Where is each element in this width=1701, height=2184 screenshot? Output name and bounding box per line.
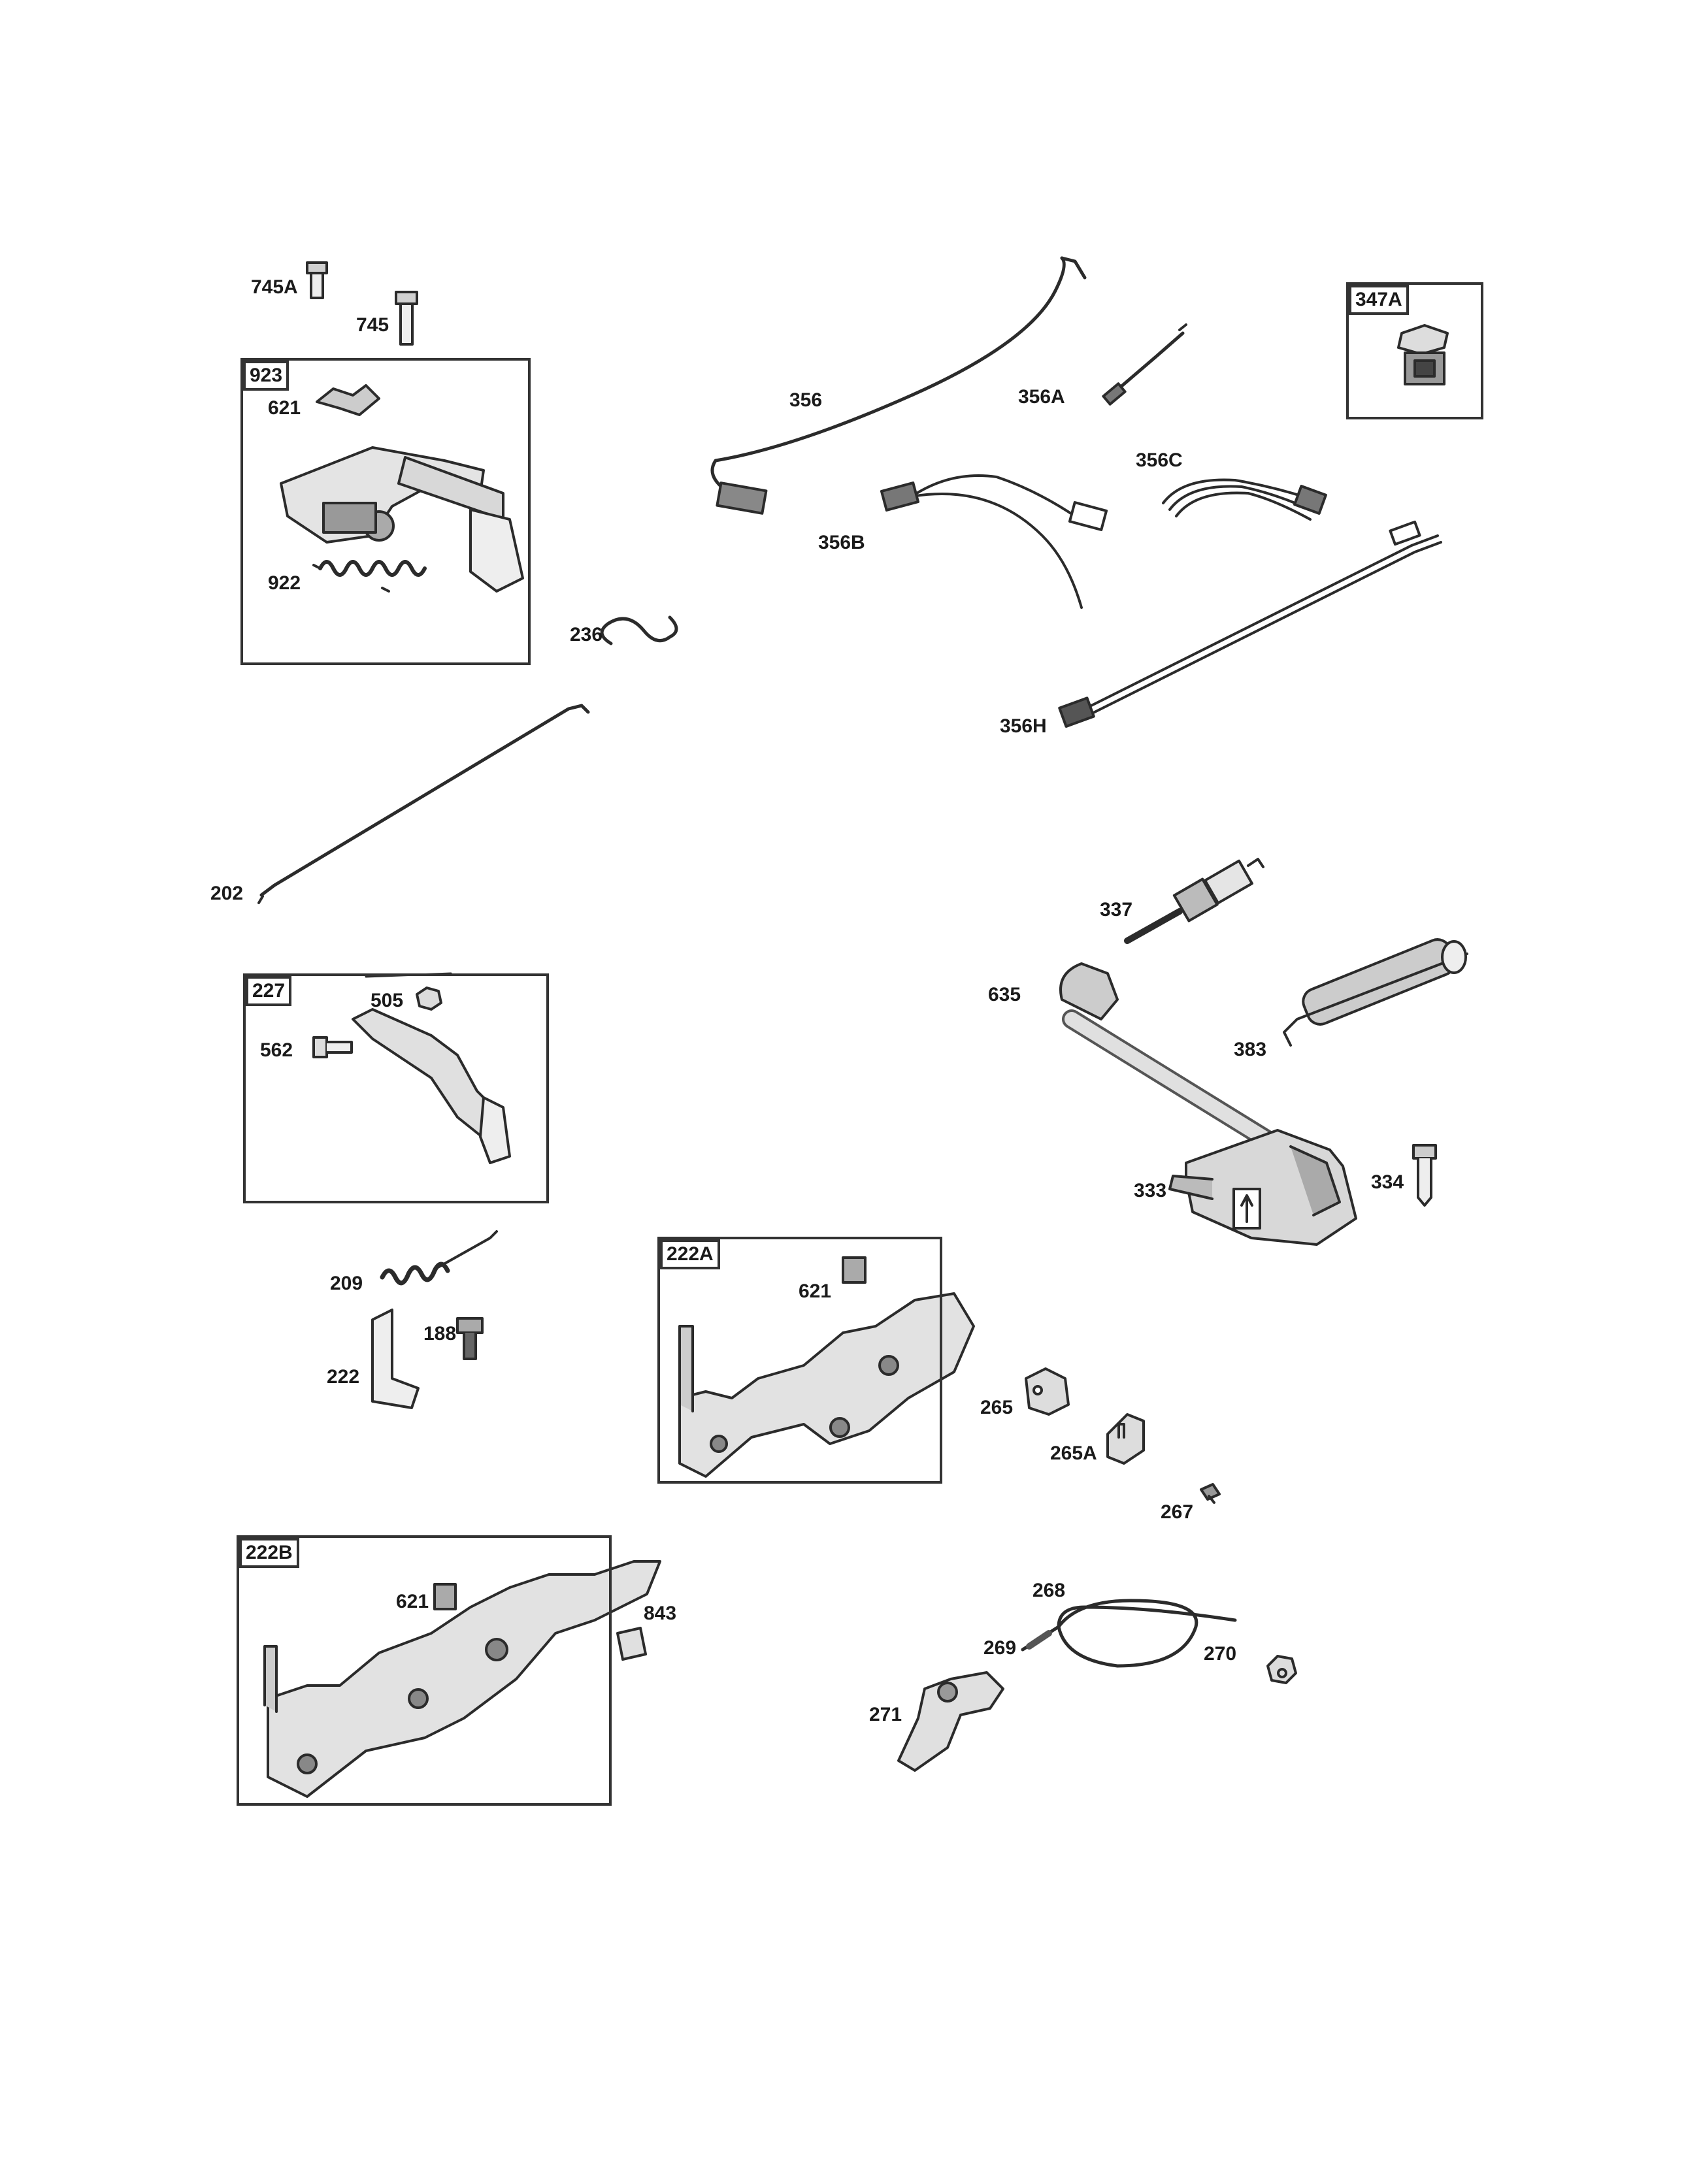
- group-222B-frame: [237, 1535, 612, 1806]
- part-label-268: 268: [1032, 1580, 1066, 1601]
- part-label-356A: 356A: [1018, 386, 1065, 408]
- part-label-269: 269: [983, 1637, 1017, 1659]
- wire-harness-icon: [880, 474, 1108, 609]
- part-label-621: 621: [396, 1591, 429, 1612]
- part-label-356: 356: [789, 389, 823, 411]
- wire-harness-icon: [1162, 478, 1327, 521]
- part-label-356B: 356B: [818, 532, 865, 553]
- part-label-222: 222: [327, 1366, 360, 1388]
- rod-icon: [257, 704, 590, 904]
- part-label-922: 922: [268, 572, 301, 594]
- part-label-202: 202: [210, 883, 244, 904]
- ignition-coil-icon: [1059, 962, 1357, 1246]
- part-label-236: 236: [570, 624, 603, 645]
- clip-icon: [316, 384, 380, 416]
- part-label-562: 562: [260, 1039, 293, 1061]
- bolt-icon: [312, 1036, 353, 1058]
- part-label-270: 270: [1204, 1643, 1237, 1665]
- part-label-635: 635: [988, 984, 1021, 1005]
- part-label-334: 334: [1371, 1171, 1404, 1193]
- part-label-356H: 356H: [1000, 715, 1047, 737]
- part-label-337: 337: [1100, 899, 1133, 921]
- bolt-icon: [306, 261, 328, 299]
- group-label-347A: 347A: [1349, 285, 1409, 315]
- wire-harness-icon: [1102, 323, 1187, 406]
- control-bracket-icon: [678, 1256, 975, 1478]
- wire-harness-icon: [1058, 520, 1442, 728]
- tube-icon: [1283, 938, 1468, 1047]
- part-label-265A: 265A: [1050, 1442, 1097, 1464]
- spring-icon: [380, 1230, 498, 1286]
- clip-icon: [1106, 1413, 1145, 1465]
- bolt-icon: [456, 1317, 484, 1360]
- part-label-209: 209: [330, 1273, 363, 1294]
- spark-plug-icon: [1124, 858, 1264, 944]
- part-label-188: 188: [423, 1323, 457, 1345]
- bolt-icon: [1412, 1144, 1437, 1207]
- group-label-222A: 222A: [660, 1239, 720, 1269]
- group-label-227: 227: [246, 976, 292, 1006]
- part-label-333: 333: [1134, 1180, 1167, 1201]
- switch-icon: [1397, 324, 1449, 385]
- group-923-frame: [240, 358, 531, 665]
- group-222A-frame: [657, 1237, 942, 1484]
- group-347A-frame: [1346, 282, 1483, 419]
- bolt-icon: [1200, 1483, 1221, 1504]
- part-label-271: 271: [869, 1704, 902, 1725]
- lever-icon: [897, 1671, 1004, 1772]
- bolt-icon: [395, 291, 418, 346]
- part-label-383: 383: [1234, 1039, 1267, 1060]
- governor-bracket-icon: [280, 446, 524, 593]
- part-label-621: 621: [268, 397, 301, 419]
- clip-icon: [616, 1627, 647, 1661]
- group-label-222B: 222B: [239, 1538, 299, 1568]
- clip-icon: [1025, 1367, 1070, 1416]
- control-bracket-icon: [371, 1309, 420, 1409]
- group-227-frame: [243, 973, 549, 1203]
- control-bracket-icon: [263, 1560, 661, 1798]
- part-label-356C: 356C: [1136, 449, 1183, 471]
- part-label-745: 745: [356, 314, 389, 336]
- part-label-843: 843: [644, 1603, 677, 1624]
- wire-harness-icon: [710, 256, 1087, 515]
- cable-icon: [1021, 1599, 1237, 1668]
- link-icon: [600, 615, 678, 645]
- part-label-505: 505: [371, 990, 404, 1011]
- nut-icon: [1266, 1655, 1297, 1684]
- part-label-621: 621: [799, 1280, 832, 1302]
- part-label-267: 267: [1161, 1501, 1194, 1523]
- spring-icon: [312, 560, 427, 593]
- part-label-265: 265: [980, 1397, 1014, 1418]
- group-label-923: 923: [243, 361, 289, 391]
- part-label-745A: 745A: [251, 276, 298, 298]
- lever-icon: [352, 1008, 511, 1164]
